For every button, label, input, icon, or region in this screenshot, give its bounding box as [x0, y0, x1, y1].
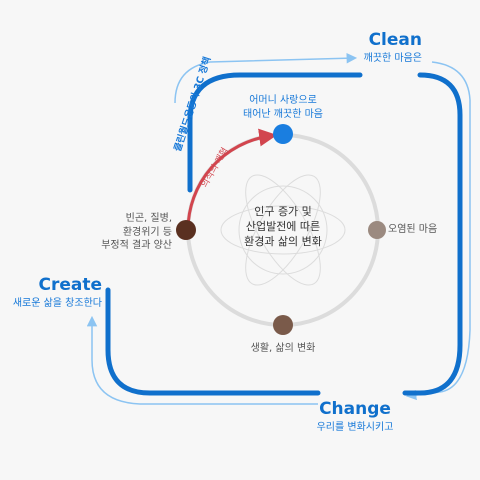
center-text: 인구 증가 및 산업발전에 따른 환경과 삶의 변화 [233, 205, 333, 250]
node-left-line-1: 빈곤, 질병, [125, 213, 172, 224]
create-title: Create [38, 275, 102, 295]
frame-right [402, 72, 463, 396]
node-right [368, 221, 386, 239]
change-title: Change [319, 399, 391, 419]
node-top-line-1: 어머니 사랑으로 [249, 95, 317, 106]
create-block: Create 새로운 삶을 창조한다 [6, 274, 102, 310]
node-left-label: 빈곤, 질병, 환경위기 등 부정적 결과 양산 [82, 212, 172, 253]
node-left-line-2: 환경위기 등 [122, 226, 172, 238]
outer-arrow-left [86, 315, 318, 405]
node-top-label: 어머니 사랑으로 태어난 깨끗한 마음 [233, 94, 333, 121]
node-top [273, 124, 293, 144]
arc-label: 의식의 개혁 [199, 146, 231, 190]
center-line-2: 산업발전에 따른 [245, 219, 321, 233]
center-line-1: 인구 증가 및 [254, 205, 312, 218]
clean-block: Clean 깨끗한 마음은 [356, 29, 422, 65]
clean-subtitle: 깨끗한 마음은 [363, 52, 422, 64]
node-bottom-label: 생활, 삶의 변화 [250, 343, 316, 354]
clean-title: Clean [368, 30, 422, 50]
reform-arc [186, 128, 278, 231]
node-right-label: 오염된 마음 [388, 224, 438, 235]
node-left [176, 220, 196, 240]
node-bottom [273, 315, 293, 335]
frame-top-left [187, 72, 363, 193]
frame-bottom-left [105, 287, 321, 396]
change-block: Change 우리를 변화시키고 [310, 398, 400, 434]
change-subtitle: 우리를 변화시키고 [316, 421, 394, 433]
outer-arrow-right [405, 61, 471, 401]
node-left-line-3: 부정적 결과 양산 [101, 240, 172, 251]
create-subtitle: 새로운 삶을 창조한다 [12, 297, 102, 309]
center-line-3: 환경과 삶의 변화 [244, 234, 322, 248]
center-flower [220, 174, 346, 286]
node-top-line-2: 태어난 깨끗한 마음 [243, 108, 323, 120]
outer-arrow-top [174, 52, 358, 104]
